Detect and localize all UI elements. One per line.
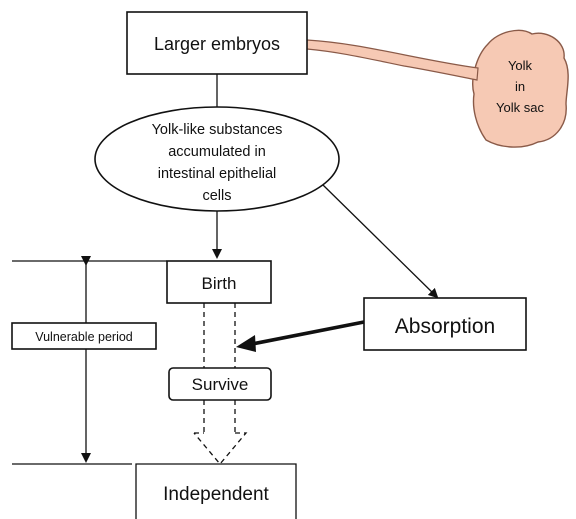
absorption-label: Absorption (395, 315, 495, 338)
yolk-sac-text-2: in (515, 79, 525, 94)
dashed-hollow-arrowhead (193, 432, 248, 466)
yolk-sac-shape (472, 29, 569, 148)
independent-box (135, 463, 297, 519)
ellipse-line-2: accumulated in (168, 144, 266, 160)
vulnerable-period-label: Vulnerable period (35, 330, 133, 344)
bold-arrowhead (236, 335, 256, 352)
absorption-box (363, 297, 527, 351)
yolk-sac-text-1: Yolk (508, 58, 533, 73)
birth-label: Birth (202, 274, 237, 293)
ellipse-line-4: cells (202, 188, 231, 204)
birth-box (166, 260, 272, 304)
ellipse-line-3: intestinal epithelial (158, 166, 277, 182)
ellipse-line-1: Yolk-like substances (152, 122, 283, 138)
vulnerable-period-box (11, 322, 157, 350)
survive-box (168, 367, 272, 401)
larger-embryos-label: Larger embryos (154, 34, 280, 54)
survive-label: Survive (192, 375, 249, 394)
yolk-duct (306, 39, 479, 81)
larger-embryos-box (126, 11, 308, 75)
yolk-sac-text-3: Yolk sac (496, 100, 544, 115)
independent-label: Independent (163, 484, 269, 505)
bold-arrow-absorption (251, 320, 365, 346)
arrow-ellipse-absorption (322, 184, 439, 299)
